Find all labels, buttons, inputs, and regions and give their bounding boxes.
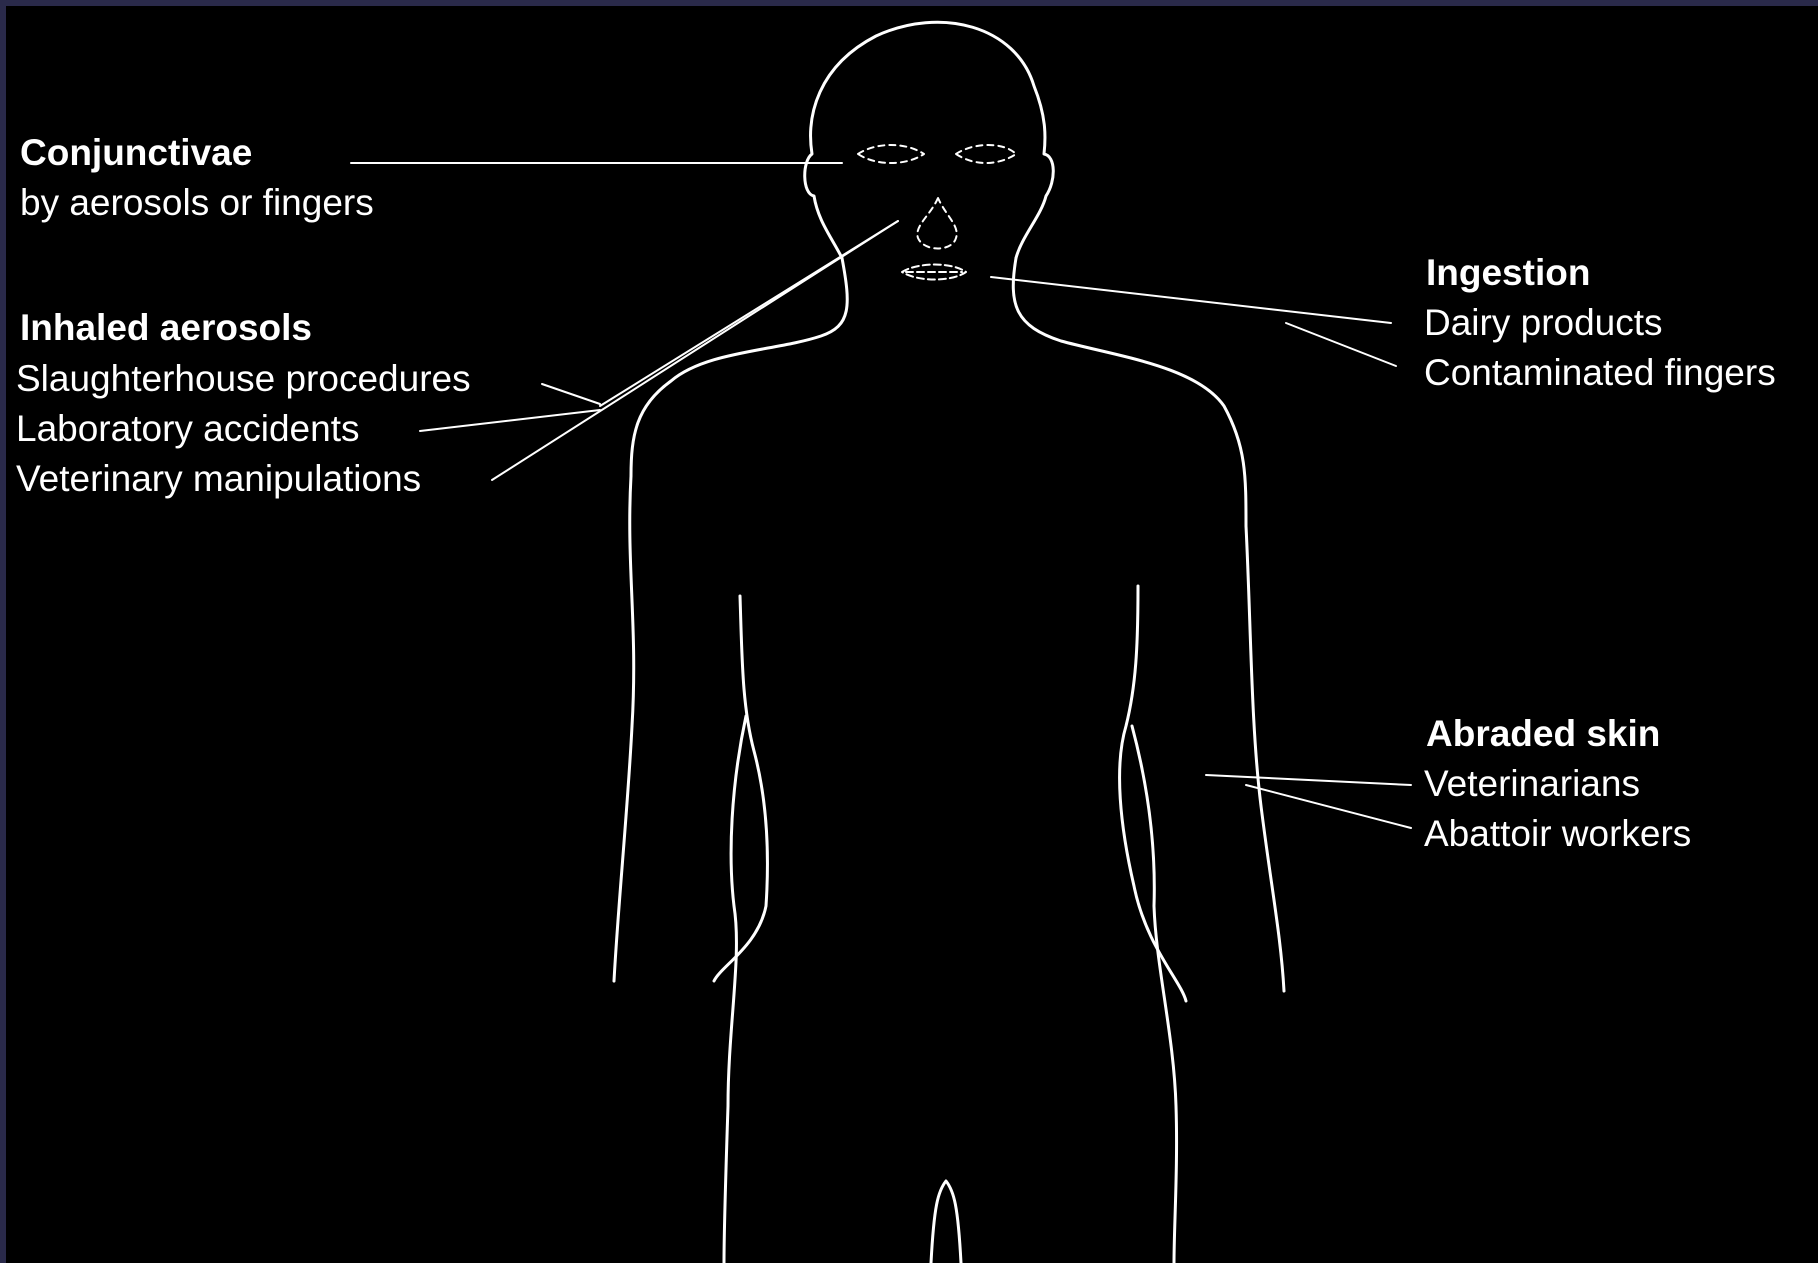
abraded-skin-heading: Abraded skin [1426, 709, 1660, 759]
crotch-line [931, 1181, 961, 1263]
ingestion-heading: Ingestion [1426, 248, 1590, 298]
mouth-icon [902, 265, 966, 280]
abraded-abattoir: Abattoir workers [1424, 809, 1691, 859]
nose-icon [917, 198, 956, 249]
right-eye-icon [956, 145, 1016, 163]
leader-inhaled-nose [600, 221, 898, 406]
left-eye-icon [858, 145, 924, 163]
leader-ingestion-dairy [991, 277, 1391, 323]
diagram-canvas: Conjunctivae by aerosols or fingers Inha… [6, 6, 1818, 1263]
leader-abattoir [1246, 785, 1411, 828]
head-outline [805, 22, 1054, 258]
leader-veterinarians [1206, 775, 1411, 785]
abraded-veterinarians: Veterinarians [1424, 759, 1640, 809]
right-inner-arm [1120, 586, 1186, 1001]
inhaled-aerosols-heading: Inhaled aerosols [20, 303, 312, 353]
ingestion-fingers: Contaminated fingers [1424, 348, 1776, 398]
ingestion-dairy: Dairy products [1424, 298, 1663, 348]
inhaled-veterinary: Veterinary manipulations [16, 454, 421, 504]
inhaled-laboratory: Laboratory accidents [16, 404, 359, 454]
right-torso-side [1132, 726, 1177, 1263]
left-torso-side [724, 716, 746, 1263]
conjunctivae-detail: by aerosols or fingers [20, 178, 374, 228]
right-body-outline [1013, 258, 1284, 991]
leader-slaughterhouse [542, 384, 600, 404]
inhaled-slaughterhouse: Slaughterhouse procedures [16, 354, 471, 404]
leader-lines [351, 163, 1411, 828]
leader-ingestion-fingers [1286, 323, 1396, 366]
left-inner-arm [714, 596, 768, 981]
conjunctivae-heading: Conjunctivae [20, 128, 252, 178]
